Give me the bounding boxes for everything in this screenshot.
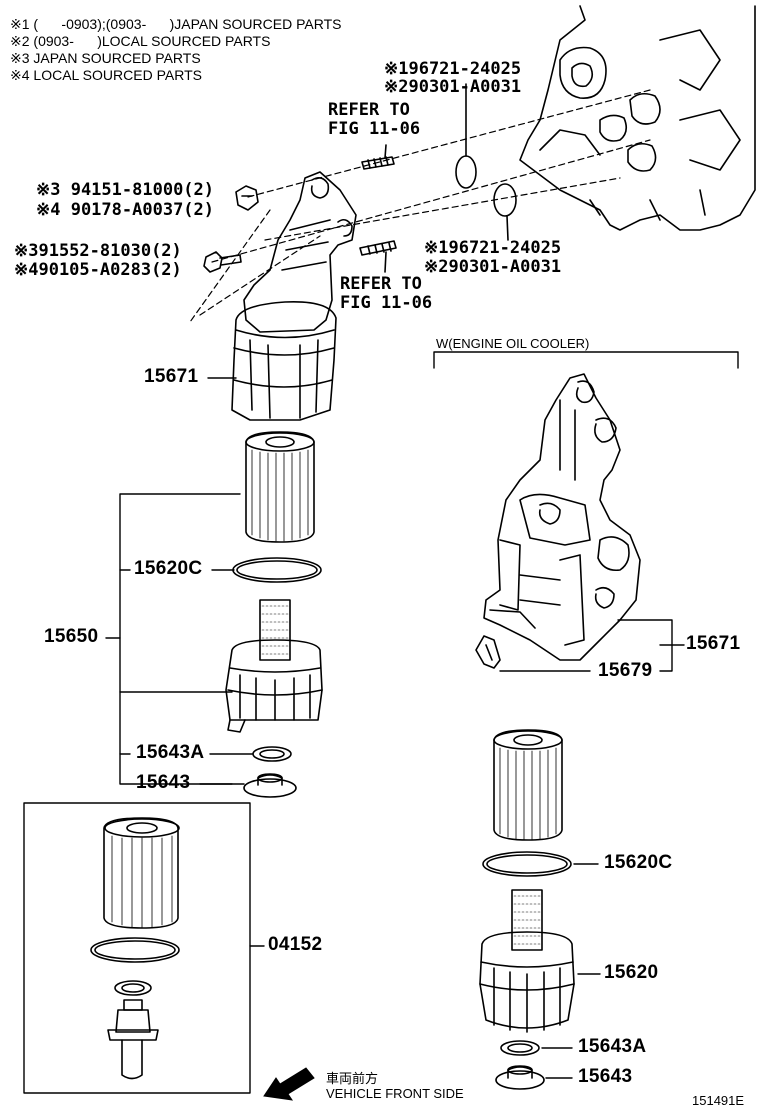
part-15671-cooler: 15671 xyxy=(686,633,741,654)
part-15620C-right: 15620C xyxy=(604,852,673,873)
callout-top-gasket-2: ※290301-A0031 xyxy=(384,77,522,97)
callout-mid-gasket-1: ※196721-24025 xyxy=(424,238,562,258)
callout-bolt-2: ※490105-A0283(2) xyxy=(14,260,182,280)
part-15643-left: 15643 xyxy=(136,772,191,793)
note-2: ※2 (0903- )LOCAL SOURCED PARTS xyxy=(10,33,271,49)
callout-refer-mid-2: FIG 11-06 xyxy=(340,293,433,313)
callout-mid-gasket-2: ※290301-A0031 xyxy=(424,257,562,277)
engine-block-illustration xyxy=(519,5,756,231)
part-15643A-right: 15643A xyxy=(578,1036,647,1057)
part-15671-left: 15671 xyxy=(144,366,199,387)
right-filter-element xyxy=(493,729,563,841)
callout-refer-top-1: REFER TO xyxy=(328,100,410,120)
figure-id: 151491E xyxy=(692,1093,745,1108)
note-4: ※4 LOCAL SOURCED PARTS xyxy=(10,67,202,83)
note-3: ※3 JAPAN SOURCED PARTS xyxy=(10,50,201,66)
part-15679: 15679 xyxy=(598,660,653,681)
direction-label-en: VEHICLE FRONT SIDE xyxy=(326,1086,464,1101)
right-filter-cap xyxy=(479,889,575,1033)
direction-label-jp: 車両前方 xyxy=(326,1071,379,1086)
callout-bolt-1: ※391552-81030(2) xyxy=(14,241,182,261)
note-1: ※1 ( -0903);(0903- )JAPAN SOURCED PARTS xyxy=(10,16,342,32)
kit-contents xyxy=(90,817,180,1080)
left-filter-element xyxy=(245,431,315,543)
callout-nut-1: ※3 94151-81000(2) xyxy=(36,180,215,200)
part-15620: 15620 xyxy=(604,962,659,983)
filter-housing-illustration xyxy=(231,171,357,421)
part-15643A-left: 15643A xyxy=(136,742,205,763)
callout-nut-2: ※4 90178-A0037(2) xyxy=(36,200,215,220)
cooler-housing-illustration xyxy=(483,373,641,661)
callout-top-gasket-1: ※196721-24025 xyxy=(384,59,522,79)
callout-refer-mid-1: REFER TO xyxy=(340,274,422,294)
callout-refer-top-2: FIG 11-06 xyxy=(328,119,421,139)
part-15620C-left: 15620C xyxy=(134,558,203,579)
part-15643-right: 15643 xyxy=(578,1066,633,1087)
part-04152: 04152 xyxy=(268,934,323,955)
vehicle-front-arrow-icon xyxy=(263,1067,315,1101)
cooler-section-title: W(ENGINE OIL COOLER) xyxy=(436,336,590,351)
part-15650: 15650 xyxy=(44,626,99,647)
left-filter-cap xyxy=(225,599,323,733)
